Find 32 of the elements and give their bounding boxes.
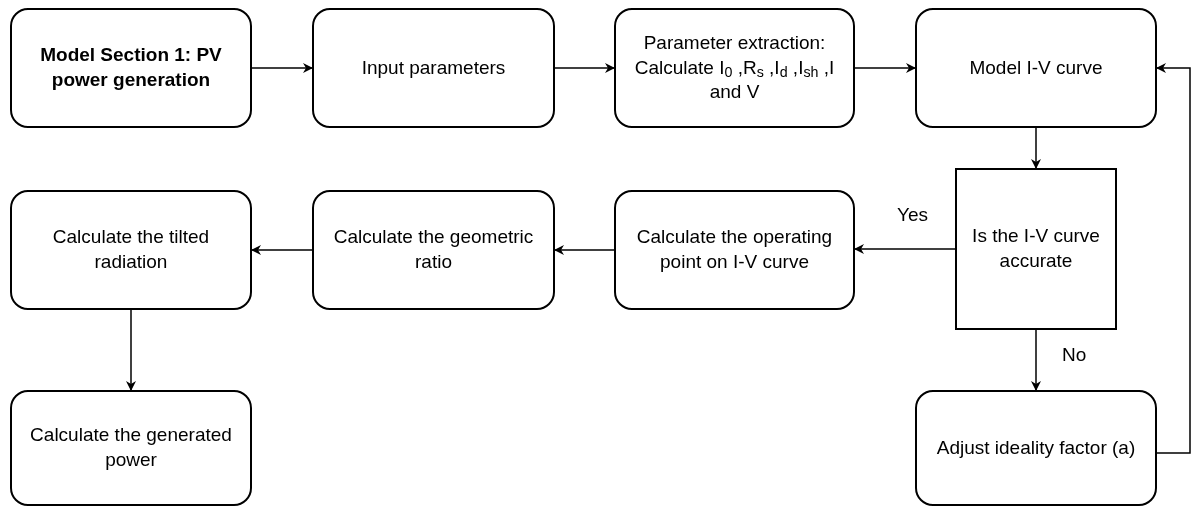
node-text: Model Section 1: PV power generation bbox=[39, 43, 223, 92]
edge-label: Yes bbox=[895, 205, 930, 224]
title-box bbox=[10, 8, 252, 128]
process-box bbox=[915, 8, 1157, 128]
node-text: Calculate the tilted radiation bbox=[51, 225, 211, 274]
arrow bbox=[251, 63, 313, 73]
process-box bbox=[614, 190, 855, 310]
arrow bbox=[1156, 63, 1191, 454]
edge-label: No bbox=[1060, 345, 1089, 364]
node-text: Is the I-V curve accurate bbox=[971, 224, 1101, 273]
arrow bbox=[554, 245, 615, 255]
arrow bbox=[554, 63, 615, 73]
process-box bbox=[312, 8, 555, 128]
decision-box bbox=[955, 168, 1117, 330]
process-box bbox=[10, 390, 252, 506]
arrow bbox=[854, 63, 916, 73]
node-text: Calculate the operating point on I-V curve bbox=[635, 225, 834, 274]
arrow bbox=[251, 245, 313, 255]
process-box bbox=[614, 8, 855, 128]
process-box bbox=[312, 190, 555, 310]
node-text: Input parameters bbox=[361, 55, 506, 80]
process-box bbox=[915, 390, 1157, 506]
arrow bbox=[1031, 329, 1041, 391]
node-text: Calculate the geometric ratio bbox=[332, 225, 535, 274]
node-text: Adjust ideality factor (a) bbox=[936, 435, 1136, 460]
arrow bbox=[1031, 127, 1041, 169]
process-box bbox=[10, 190, 252, 310]
node-text: Model I-V curve bbox=[969, 55, 1103, 80]
arrow bbox=[126, 309, 136, 391]
node-text: Parameter extraction: Calculate I$_{0}$ ,R$_{s}$ ,I$_{d}$ ,I$_{sh}$ ,I and V bbox=[633, 30, 836, 105]
node-text: Calculate the generated power bbox=[29, 423, 233, 472]
arrow bbox=[854, 244, 956, 254]
